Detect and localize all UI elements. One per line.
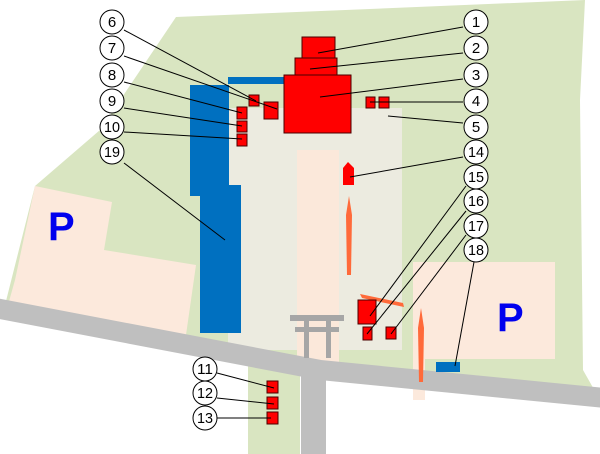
- pond: [190, 85, 241, 333]
- marker-7: 7: [99, 35, 125, 61]
- marker-17: 17: [463, 213, 489, 239]
- marker-label: 3: [472, 67, 480, 84]
- marker-19: 19: [99, 139, 125, 165]
- marker-18: 18: [463, 237, 489, 263]
- marker-circle: [463, 88, 489, 114]
- building-6: [248, 94, 260, 107]
- leader-line-17: [390, 234, 467, 335]
- approach-path: [297, 150, 339, 375]
- marker-label: 10: [104, 119, 120, 136]
- leader-line-7: [123, 55, 278, 110]
- marker-label: 19: [104, 144, 120, 161]
- building-14: [343, 162, 354, 185]
- marker-label: 9: [108, 93, 116, 110]
- marker-label: 2: [472, 40, 480, 57]
- marker-label: 16: [468, 193, 484, 210]
- marker-circle: [463, 62, 489, 88]
- marker-circle: [463, 114, 489, 140]
- marker-circle: [192, 405, 218, 431]
- leader-line-2: [309, 52, 464, 70]
- arrow-up-icon: [346, 196, 352, 275]
- marker-8: 8: [99, 62, 125, 88]
- road-south: [301, 370, 326, 454]
- building-1: [301, 36, 336, 59]
- marker-label: 17: [468, 218, 484, 235]
- leader-line-1: [317, 26, 464, 54]
- building-11: [266, 380, 279, 394]
- marker-15: 15: [463, 164, 489, 190]
- leader-line-16: [366, 210, 467, 335]
- marker-circle: [463, 188, 489, 214]
- water-channel: [228, 77, 286, 84]
- leader-line-19: [123, 162, 226, 241]
- marker-1: 1: [463, 9, 489, 35]
- marker-label: 4: [472, 93, 480, 110]
- marker-label: 6: [108, 14, 116, 31]
- marker-label: 14: [468, 144, 484, 161]
- parking-label-west: P: [48, 205, 75, 249]
- marker-10: 10: [99, 114, 125, 140]
- arrow-up-icon: [418, 308, 424, 382]
- building-10: [236, 133, 248, 147]
- marker-circle: [99, 114, 125, 140]
- marker-circle: [99, 9, 125, 35]
- building-7: [263, 101, 279, 120]
- marker-12: 12: [192, 380, 218, 406]
- marker-circle: [192, 380, 218, 406]
- leader-line-10: [123, 131, 243, 140]
- marker-label: 12: [197, 385, 213, 402]
- marker-label: 5: [472, 119, 480, 136]
- marker-label: 18: [468, 242, 484, 259]
- leader-line-15: [369, 185, 467, 317]
- marker-circle: [463, 237, 489, 263]
- marker-circle: [463, 9, 489, 35]
- building-18: [436, 362, 460, 372]
- leader-line-8: [123, 81, 243, 114]
- marker-circle: [463, 139, 489, 165]
- leader-line-11: [216, 372, 275, 389]
- marker-9: 9: [99, 88, 125, 114]
- marker-label: 8: [108, 67, 116, 84]
- marker-label: 11: [197, 361, 213, 378]
- leader-line-5: [387, 115, 464, 124]
- torii-gate-icon: [290, 315, 344, 358]
- marker-16: 16: [463, 188, 489, 214]
- parking-label-east: P: [497, 296, 524, 340]
- marker-2: 2: [463, 35, 489, 61]
- leader-lines: [123, 26, 475, 419]
- marker-label: 7: [108, 40, 116, 57]
- leader-line-3: [319, 78, 464, 98]
- leader-line-6: [123, 29, 257, 102]
- buildings: [236, 36, 460, 425]
- marker-circle: [99, 62, 125, 88]
- marker-label: 15: [468, 169, 484, 186]
- parking-area-west: [8, 186, 196, 335]
- leader-line-14: [349, 156, 464, 178]
- building-15: [357, 299, 377, 325]
- leader-line-12: [216, 397, 275, 405]
- marker-6: 6: [99, 9, 125, 35]
- marker-label: 13: [197, 410, 213, 427]
- marker-circle: [99, 88, 125, 114]
- leader-line-18: [454, 261, 475, 367]
- marker-14: 14: [463, 139, 489, 165]
- marker-circle: [463, 35, 489, 61]
- marker-11: 11: [192, 356, 218, 382]
- building-9: [236, 120, 248, 133]
- marker-label: 1: [472, 14, 480, 31]
- building-17: [385, 326, 397, 340]
- marker-circle: [99, 35, 125, 61]
- marker-circle: [99, 139, 125, 165]
- marker-3: 3: [463, 62, 489, 88]
- building-3: [283, 74, 352, 134]
- marker-4: 4: [463, 88, 489, 114]
- leader-line-9: [123, 107, 243, 127]
- marker-13: 13: [192, 405, 218, 431]
- marker-5: 5: [463, 114, 489, 140]
